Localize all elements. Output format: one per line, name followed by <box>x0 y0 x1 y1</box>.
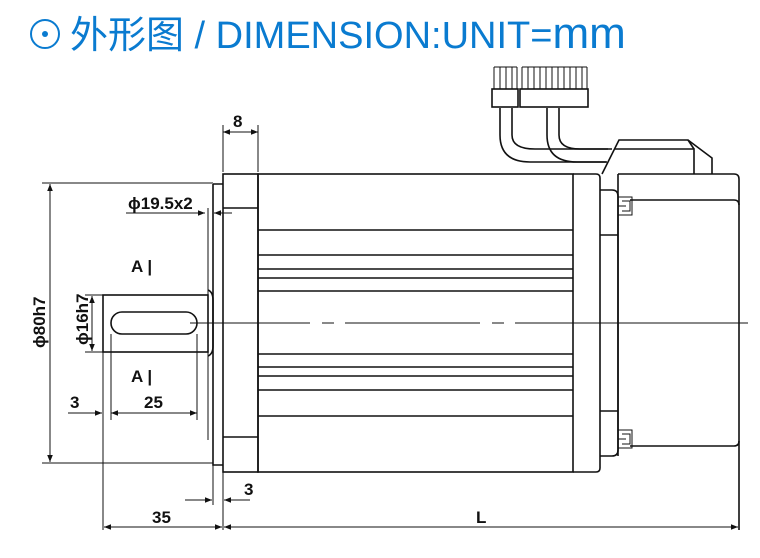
dim-spigot: ϕ19.5x2 <box>128 194 193 213</box>
dim-flange-thickness: 8 <box>233 112 242 131</box>
connector-large <box>519 66 589 108</box>
dim-body-length: L <box>476 508 486 527</box>
screw-icon <box>617 196 633 216</box>
screw-icon <box>617 429 633 449</box>
dimension-lines <box>42 125 738 530</box>
title-text: 外形图 / DIMENSION:UNIT= <box>70 15 553 57</box>
connector-small <box>491 66 519 108</box>
dim-shaft-offset: 3 <box>70 393 79 412</box>
dim-shaft-length: 35 <box>152 508 171 527</box>
section-a-bottom: A | <box>131 367 152 386</box>
encoder-housing <box>617 173 740 530</box>
cables <box>499 108 612 163</box>
target-circle-icon <box>30 18 60 49</box>
section-a-top: A | <box>131 257 152 276</box>
dim-key-length: 25 <box>144 393 163 412</box>
dim-spigot-depth: 3 <box>244 480 253 499</box>
connector-housing <box>601 139 713 175</box>
dim-shaft-diameter: ϕ16h7 <box>73 294 92 346</box>
page-title: 外形图 / DIMENSION:UNIT=mm <box>30 4 626 59</box>
title-unit: mm <box>552 9 626 58</box>
dim-pilot-diameter: ϕ80h7 <box>30 297 49 349</box>
